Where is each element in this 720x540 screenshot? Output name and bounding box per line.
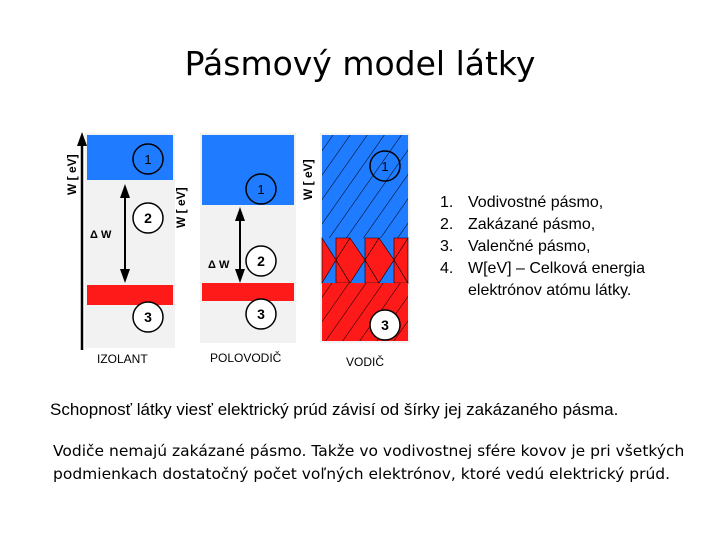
conductor-label: VODIČ xyxy=(346,354,384,369)
page-title: Pásmový model látky xyxy=(184,44,536,83)
legend-item-3: 3. Valenčné pásmo, xyxy=(440,236,708,258)
legend-item-4: 4. W[eV] – Celková energia elektrónov at… xyxy=(440,258,708,302)
semiconductor-marker-2 xyxy=(245,245,277,277)
legend-item-4-number: 4. xyxy=(440,260,454,277)
semiconductor-marker-2-label: 2 xyxy=(257,253,265,269)
insulator-axis-arrowhead xyxy=(77,132,87,146)
band-diagram: 1 2 3 W [ eV] Δ W IZOLANT 1 2 3 W [ eV] … xyxy=(65,132,410,369)
legend-item-2-text: Zakázané pásmo, xyxy=(468,216,596,233)
insulator-marker-2-label: 2 xyxy=(144,210,152,226)
insulator-marker-3 xyxy=(132,301,164,333)
semiconductor-panel: 1 2 3 W [ eV] Δ W POLOVODIČ xyxy=(174,133,296,365)
conductor-axis-label: W [ eV] xyxy=(301,159,315,200)
insulator-gap-label: Δ W xyxy=(90,229,112,241)
semiconductor-marker-1 xyxy=(245,173,277,205)
legend-item-1-number: 1. xyxy=(440,194,454,211)
semiconductor-marker-3 xyxy=(245,298,277,330)
semiconductor-conduction-band xyxy=(202,135,294,205)
legend-item-1: 1. Vodivostné pásmo, xyxy=(440,192,708,214)
band-gap-statement: Schopnosť látky viesť elektrický prúd zá… xyxy=(50,400,619,419)
semiconductor-marker-3-label: 3 xyxy=(257,306,265,322)
semiconductor-gap-arrowhead-up xyxy=(235,207,245,221)
semiconductor-valence-band xyxy=(202,283,294,301)
legend-item-3-text: Valenčné pásmo, xyxy=(468,238,591,255)
semiconductor-marker-1-label: 1 xyxy=(257,182,264,197)
conductor-marker-3-label: 3 xyxy=(381,317,389,333)
legend-item-2-number: 2. xyxy=(440,216,454,233)
legend-list: 1. Vodivostné pásmo, 2. Zakázané pásmo, … xyxy=(440,192,708,302)
semiconductor-axis-label: W [ eV] xyxy=(174,187,188,228)
legend-item-3-number: 3. xyxy=(440,238,454,255)
legend-item-4-text: W[eV] – Celková energia elektrónov atómu… xyxy=(468,260,645,299)
conductor-marker-1-label: 1 xyxy=(381,159,388,174)
insulator-marker-2 xyxy=(132,202,164,234)
conductor-overlap-diamonds xyxy=(321,236,409,285)
insulator-label: IZOLANT xyxy=(97,352,148,366)
insulator-axis-label: W [ eV] xyxy=(65,154,79,195)
insulator-gap-arrowhead-down xyxy=(120,269,130,283)
insulator-marker-3-label: 3 xyxy=(144,309,152,325)
semiconductor-gap-arrowhead-down xyxy=(235,269,245,283)
insulator-valence-band xyxy=(87,285,173,305)
insulator-panel: 1 2 3 W [ eV] Δ W IZOLANT xyxy=(65,132,175,366)
semiconductor-label: POLOVODIČ xyxy=(210,350,282,365)
conductor-marker-3 xyxy=(369,309,401,341)
insulator-gap-arrowhead-up xyxy=(120,184,130,198)
conductor-explanation: Vodiče nemajú zakázané pásmo. Takže vo v… xyxy=(53,442,685,483)
legend-item-2: 2. Zakázané pásmo, xyxy=(440,214,708,236)
semiconductor-gap-label: Δ W xyxy=(208,259,230,271)
insulator-marker-1 xyxy=(132,143,164,175)
conductor-marker-1 xyxy=(369,150,401,182)
legend-item-1-text: Vodivostné pásmo, xyxy=(468,194,604,211)
conductor-panel: 1 3 W [ eV] VODIČ xyxy=(301,133,410,369)
conductor-conduction-hatching xyxy=(322,135,408,238)
insulator-marker-1-label: 1 xyxy=(144,152,151,167)
insulator-conduction-band xyxy=(87,135,173,180)
